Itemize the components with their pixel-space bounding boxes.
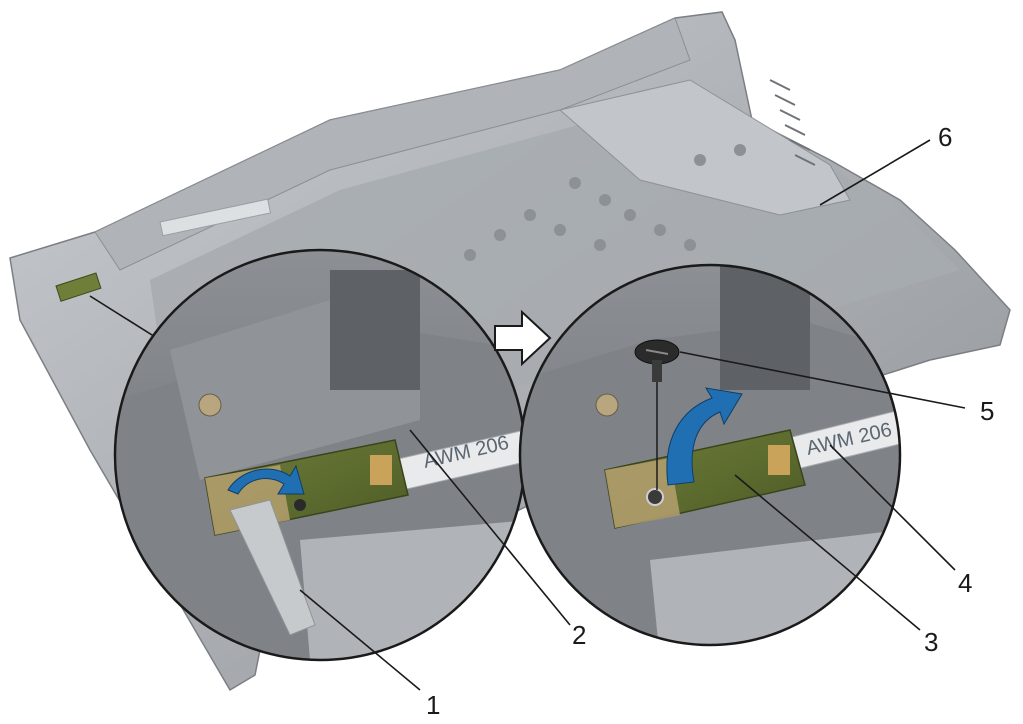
- status-light-board-small: [55, 272, 102, 302]
- callout-5: 5: [980, 396, 994, 426]
- callout-labels: 1 2 3 4 5 6: [426, 122, 994, 720]
- flip-arrow-icon: [227, 464, 305, 495]
- detail-view-right: AWM 206: [518, 263, 902, 647]
- lift-arrow-icon: [666, 387, 743, 486]
- side-vents: [769, 79, 816, 166]
- standoff-grid: [464, 144, 746, 261]
- next-step-arrow-icon: [494, 309, 552, 367]
- flex-cable-top: [159, 198, 272, 237]
- callout-2: 2: [572, 620, 586, 650]
- callout-4: 4: [958, 568, 972, 598]
- callout-1: 1: [426, 690, 440, 720]
- detail-leader-line: [89, 295, 161, 341]
- callout-6: 6: [938, 122, 952, 152]
- screw-icon: [634, 339, 680, 382]
- detail-view-left: AWM 206: [113, 248, 527, 662]
- touchpad-bracket: [558, 79, 851, 216]
- callout-leaders: [299, 139, 966, 691]
- callout-3: 3: [924, 627, 938, 657]
